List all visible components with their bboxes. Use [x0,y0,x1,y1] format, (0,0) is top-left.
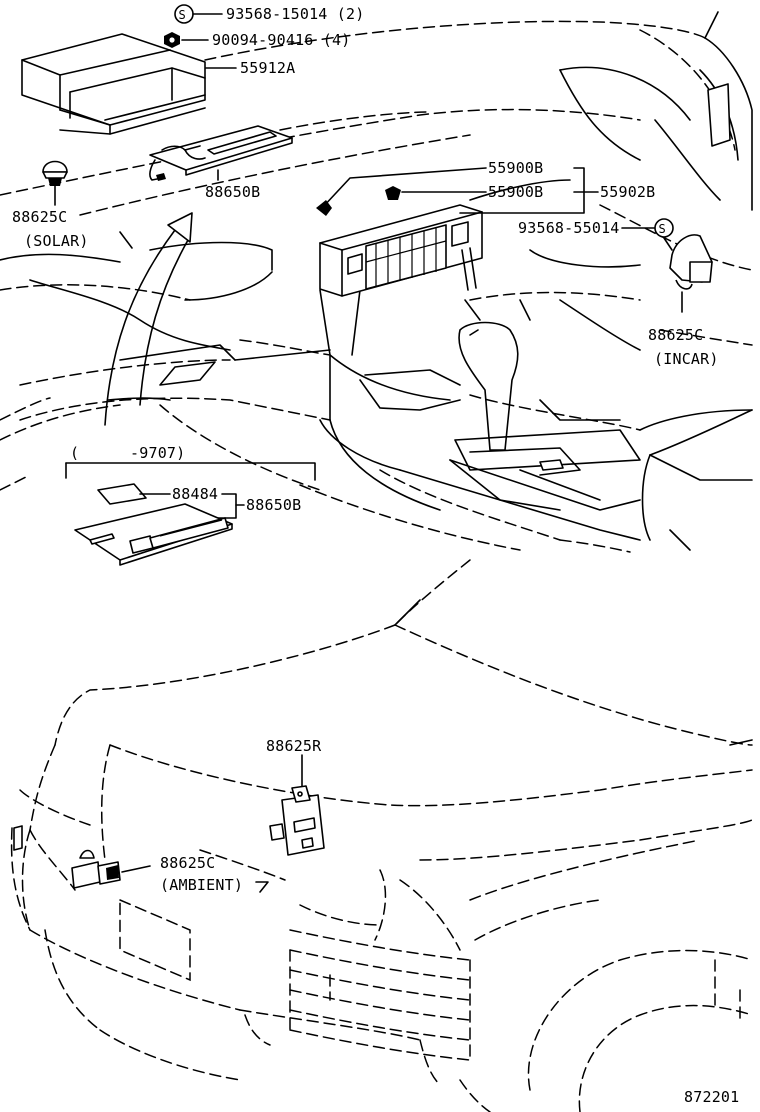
car-body-outline [10,559,753,1112]
variant-range: -9707) [130,444,185,462]
pointer-arrow [104,212,193,426]
solar-sensor-note: (SOLAR) [24,232,89,250]
screw-a-symbol: S [179,8,186,22]
nut-icon [164,32,209,48]
ambient-sensor-note: (AMBIENT) [160,876,243,894]
ambient-sensor-part-number: 88625C [160,854,215,872]
screw-b-part-number: 93568-55014 [518,219,620,237]
incar-sensor-note: (INCAR) [654,350,719,368]
clip-upper-icon [316,167,487,216]
resistor-module [269,754,325,856]
housing-part-number: 55912A [240,59,295,77]
amplifier-unit [149,125,293,181]
resistor-part-number: 88625R [266,737,322,755]
clip-upper-part-number: 55900B [488,159,543,177]
dashboard-outline [0,11,753,553]
ambient-sensor [71,849,269,893]
solar-tick [119,231,133,249]
screw-a-icon: S [174,4,223,24]
screw-b-symbol: S [659,222,666,236]
screw-b-icon: S [621,218,674,238]
incar-sensor-part-number: 88625C [648,326,703,344]
variant-inset [65,462,316,566]
amplifier-variant-part-number: 88650B [246,496,301,514]
duct-housing [21,33,206,135]
amplifier-part-number: 88650B [205,183,260,201]
control-assy-bracket [459,167,599,214]
callout-labels: 93568-15014 (2) 90094-90416 (4) 55912A 8… [12,5,739,1106]
illustration-number: 872201 [684,1088,739,1106]
clip-lower-icon [385,186,487,200]
label-part-number: 88484 [172,485,218,503]
solar-sensor [42,160,68,206]
climate-control-panel [319,204,483,297]
nut-part-number: 90094-90416 (4) [212,31,350,49]
solar-sensor-part-number: 88625C [12,208,67,226]
incar-sensor [663,234,713,313]
screw-a-part-number: 93568-15014 (2) [226,5,364,23]
variant-bracket-open: ( [70,444,79,462]
clip-lower-part-number: 55900B [488,183,543,201]
control-assy-part-number: 55902B [600,183,655,201]
